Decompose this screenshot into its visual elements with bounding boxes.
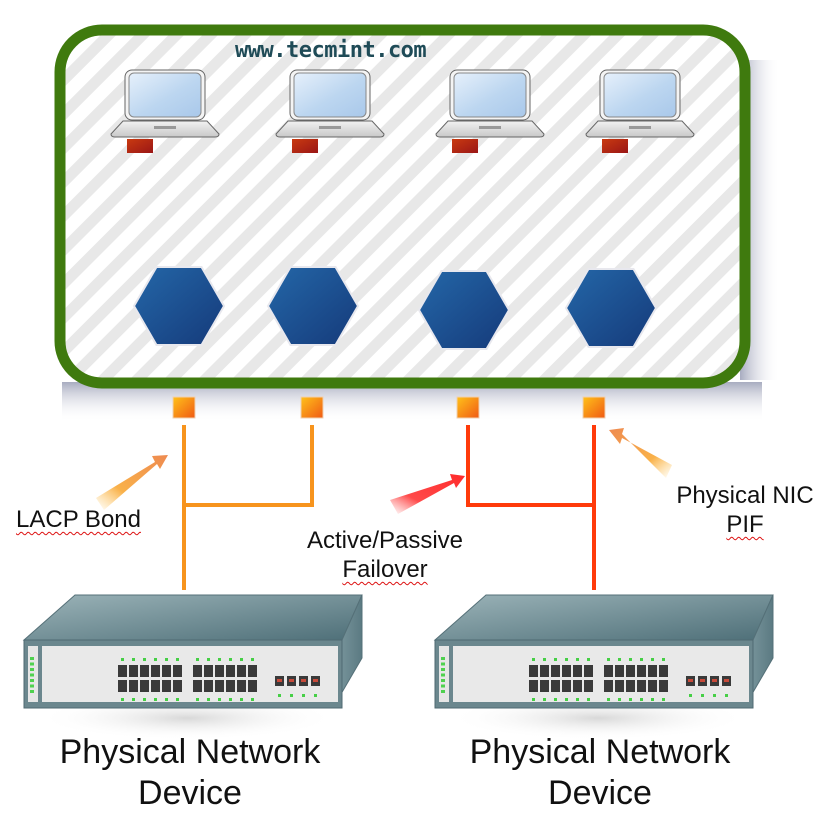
switch-port (162, 665, 171, 677)
vm-nic-icon (602, 139, 628, 153)
switch-port (129, 680, 138, 692)
switch-port (248, 680, 257, 692)
device-label-2: Physical Network Device (450, 732, 750, 815)
switch-port (173, 680, 182, 692)
laptop-screen (293, 72, 367, 118)
physical-nic-label: Physical NIC PIF (660, 482, 830, 540)
switch-port (637, 680, 646, 692)
physical-nic-line2: PIF (726, 510, 764, 538)
network-switch-icon (22, 594, 363, 740)
switch-port (226, 665, 235, 677)
device-2-line2: Device (548, 774, 652, 813)
switch-port (604, 665, 613, 677)
vm-laptop-icon (585, 69, 695, 153)
active-passive-line2: Failover (342, 555, 428, 583)
device-2-line1: Physical Network (469, 733, 731, 771)
active-passive-label: Active/Passive Failover (290, 527, 480, 585)
switch-port (215, 665, 224, 677)
switch-port (615, 680, 624, 692)
laptop-screen (453, 72, 527, 118)
switch-port (151, 680, 160, 692)
switch-port (529, 680, 538, 692)
switch-port (648, 665, 657, 677)
failover-bond-lines (466, 425, 596, 590)
switch-port (237, 665, 246, 677)
lacp-bond-label: LACP Bond (16, 506, 141, 535)
switch-port (162, 680, 171, 692)
switch-port (551, 665, 560, 677)
device-label-1: Physical Network Device (40, 732, 340, 815)
switch-port (551, 680, 560, 692)
physical-nic-port-icon (172, 396, 196, 419)
virtual-interface-hexagon-icon (564, 268, 658, 348)
switch-port (573, 665, 582, 677)
physical-nic-port-icon (582, 396, 606, 419)
vm-nic-icon (127, 139, 153, 153)
switch-port (140, 680, 149, 692)
physical-nic-line1: Physical NIC (676, 482, 814, 509)
switch-port (151, 665, 160, 677)
network-switch-icon (433, 594, 774, 740)
switch-port (193, 665, 202, 677)
switch-port (540, 665, 549, 677)
virtual-interface-list (132, 266, 658, 350)
switch-port (226, 680, 235, 692)
switch-port (529, 665, 538, 677)
physical-nic-list (172, 396, 606, 419)
vm-nic-icon (452, 139, 478, 153)
physical-nic-port-icon (300, 396, 324, 419)
switch-port (118, 680, 127, 692)
laptop-screen (603, 72, 677, 118)
switch-list (22, 594, 774, 740)
switch-port (562, 680, 571, 692)
switch-port (204, 680, 213, 692)
switch-port (615, 665, 624, 677)
switch-port (118, 665, 127, 677)
switch-port (540, 680, 549, 692)
active-passive-line1: Active/Passive (306, 527, 464, 554)
lacp-bond-lines (182, 425, 314, 590)
switch-port (248, 665, 257, 677)
pif-arrow-icon (609, 428, 672, 478)
vm-laptop-icon (110, 69, 220, 153)
switch-port (562, 665, 571, 677)
switch-port (659, 680, 668, 692)
switch-port (659, 665, 668, 677)
virtual-interface-hexagon-icon (266, 266, 360, 346)
switch-port (584, 680, 593, 692)
device-1-line1: Physical Network (59, 733, 321, 771)
switch-port (215, 680, 224, 692)
switch-port (573, 680, 582, 692)
switch-port (648, 680, 657, 692)
lacp-arrow-icon (96, 455, 168, 510)
switch-port (193, 680, 202, 692)
failover-arrow-icon (390, 474, 465, 514)
virtual-interface-hexagon-icon (132, 266, 226, 346)
switch-port (129, 665, 138, 677)
lacp-bond-text: LACP Bond (16, 506, 141, 533)
switch-port (237, 680, 246, 692)
vm-laptop-icon (275, 69, 385, 153)
switch-port (626, 665, 635, 677)
vm-nic-icon (292, 139, 318, 153)
switch-port (204, 665, 213, 677)
switch-port (173, 665, 182, 677)
device-1-line2: Device (138, 774, 242, 813)
switch-port (140, 665, 149, 677)
switch-port (626, 680, 635, 692)
switch-port (584, 665, 593, 677)
virtual-interface-hexagon-icon (417, 270, 511, 350)
vm-laptop-icon (435, 69, 545, 153)
physical-nic-port-icon (456, 396, 480, 419)
laptop-screen (128, 72, 202, 118)
vm-list (110, 69, 695, 153)
switch-port (637, 665, 646, 677)
watermark-text: www.tecmint.com (235, 38, 427, 63)
switch-port (604, 680, 613, 692)
